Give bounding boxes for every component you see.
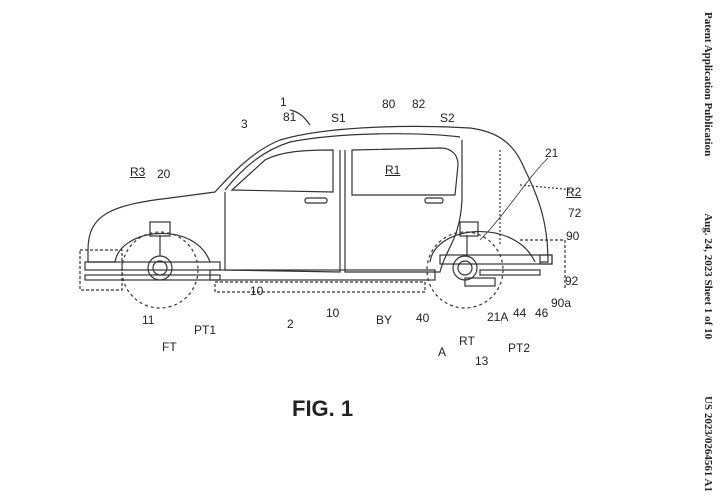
label-10b: 10 <box>326 306 340 320</box>
vehicle-body-outline <box>87 125 549 263</box>
front-door <box>224 150 341 273</box>
label-A: A <box>438 345 447 359</box>
label-40: 40 <box>416 311 430 325</box>
label-82: 82 <box>412 97 426 111</box>
rear-damper <box>459 221 479 237</box>
front-damper <box>149 221 171 237</box>
label-S1: S1 <box>331 111 346 125</box>
label-90: 90 <box>566 229 580 243</box>
front-window <box>230 149 334 193</box>
rear-space-outline <box>499 150 576 245</box>
rear-window <box>351 147 459 196</box>
front-hub-inner <box>152 260 168 276</box>
label-R2: R2 <box>566 185 582 199</box>
rear-arm-46 <box>479 269 541 276</box>
label-2: 2 <box>287 317 294 331</box>
label-PT2: PT2 <box>508 341 531 355</box>
front-door-handle <box>304 197 328 204</box>
leader-21 <box>479 157 549 241</box>
figure-title: FIG. 1 <box>292 396 354 421</box>
label-21: 21 <box>545 146 559 160</box>
label-81: 81 <box>283 110 297 124</box>
label-BY: BY <box>376 313 393 327</box>
label-72: 72 <box>568 206 582 220</box>
label-44: 44 <box>513 306 527 320</box>
connector-92 <box>539 254 553 265</box>
rear-wheel-arch <box>429 231 536 263</box>
rear-cover-outline <box>520 239 566 290</box>
label-10a: 10 <box>250 284 264 298</box>
rear-hub-inner <box>457 260 473 276</box>
front-arm <box>84 261 221 271</box>
label-21A: 21A <box>487 310 509 324</box>
front-wheel-arch <box>114 232 211 263</box>
roof-inner <box>224 133 461 191</box>
label-3: 3 <box>241 117 248 131</box>
label-R1: R1 <box>385 163 401 177</box>
label-80: 80 <box>382 97 396 111</box>
rear-door-handle <box>424 197 444 204</box>
label-S2: S2 <box>440 111 455 125</box>
label-92: 92 <box>565 274 579 288</box>
front-tire <box>121 231 199 309</box>
label-RT: RT <box>459 334 475 348</box>
label-11: 11 <box>142 313 155 327</box>
label-90a: 90a <box>551 296 572 310</box>
label-PT1: PT1 <box>194 323 217 337</box>
label-20: 20 <box>157 167 171 181</box>
battery-frame <box>214 281 426 293</box>
label-46: 46 <box>535 306 549 320</box>
leader-1 <box>289 109 311 126</box>
label-1: 1 <box>280 95 287 109</box>
label-R3: R3 <box>130 165 146 179</box>
rear-door <box>344 140 463 273</box>
label-FT: FT <box>162 340 177 354</box>
front-arm-lower <box>84 274 221 281</box>
label-13: 13 <box>475 354 489 368</box>
bracket-21A <box>464 277 496 287</box>
front-hub <box>147 255 173 281</box>
rear-hub <box>452 255 478 281</box>
